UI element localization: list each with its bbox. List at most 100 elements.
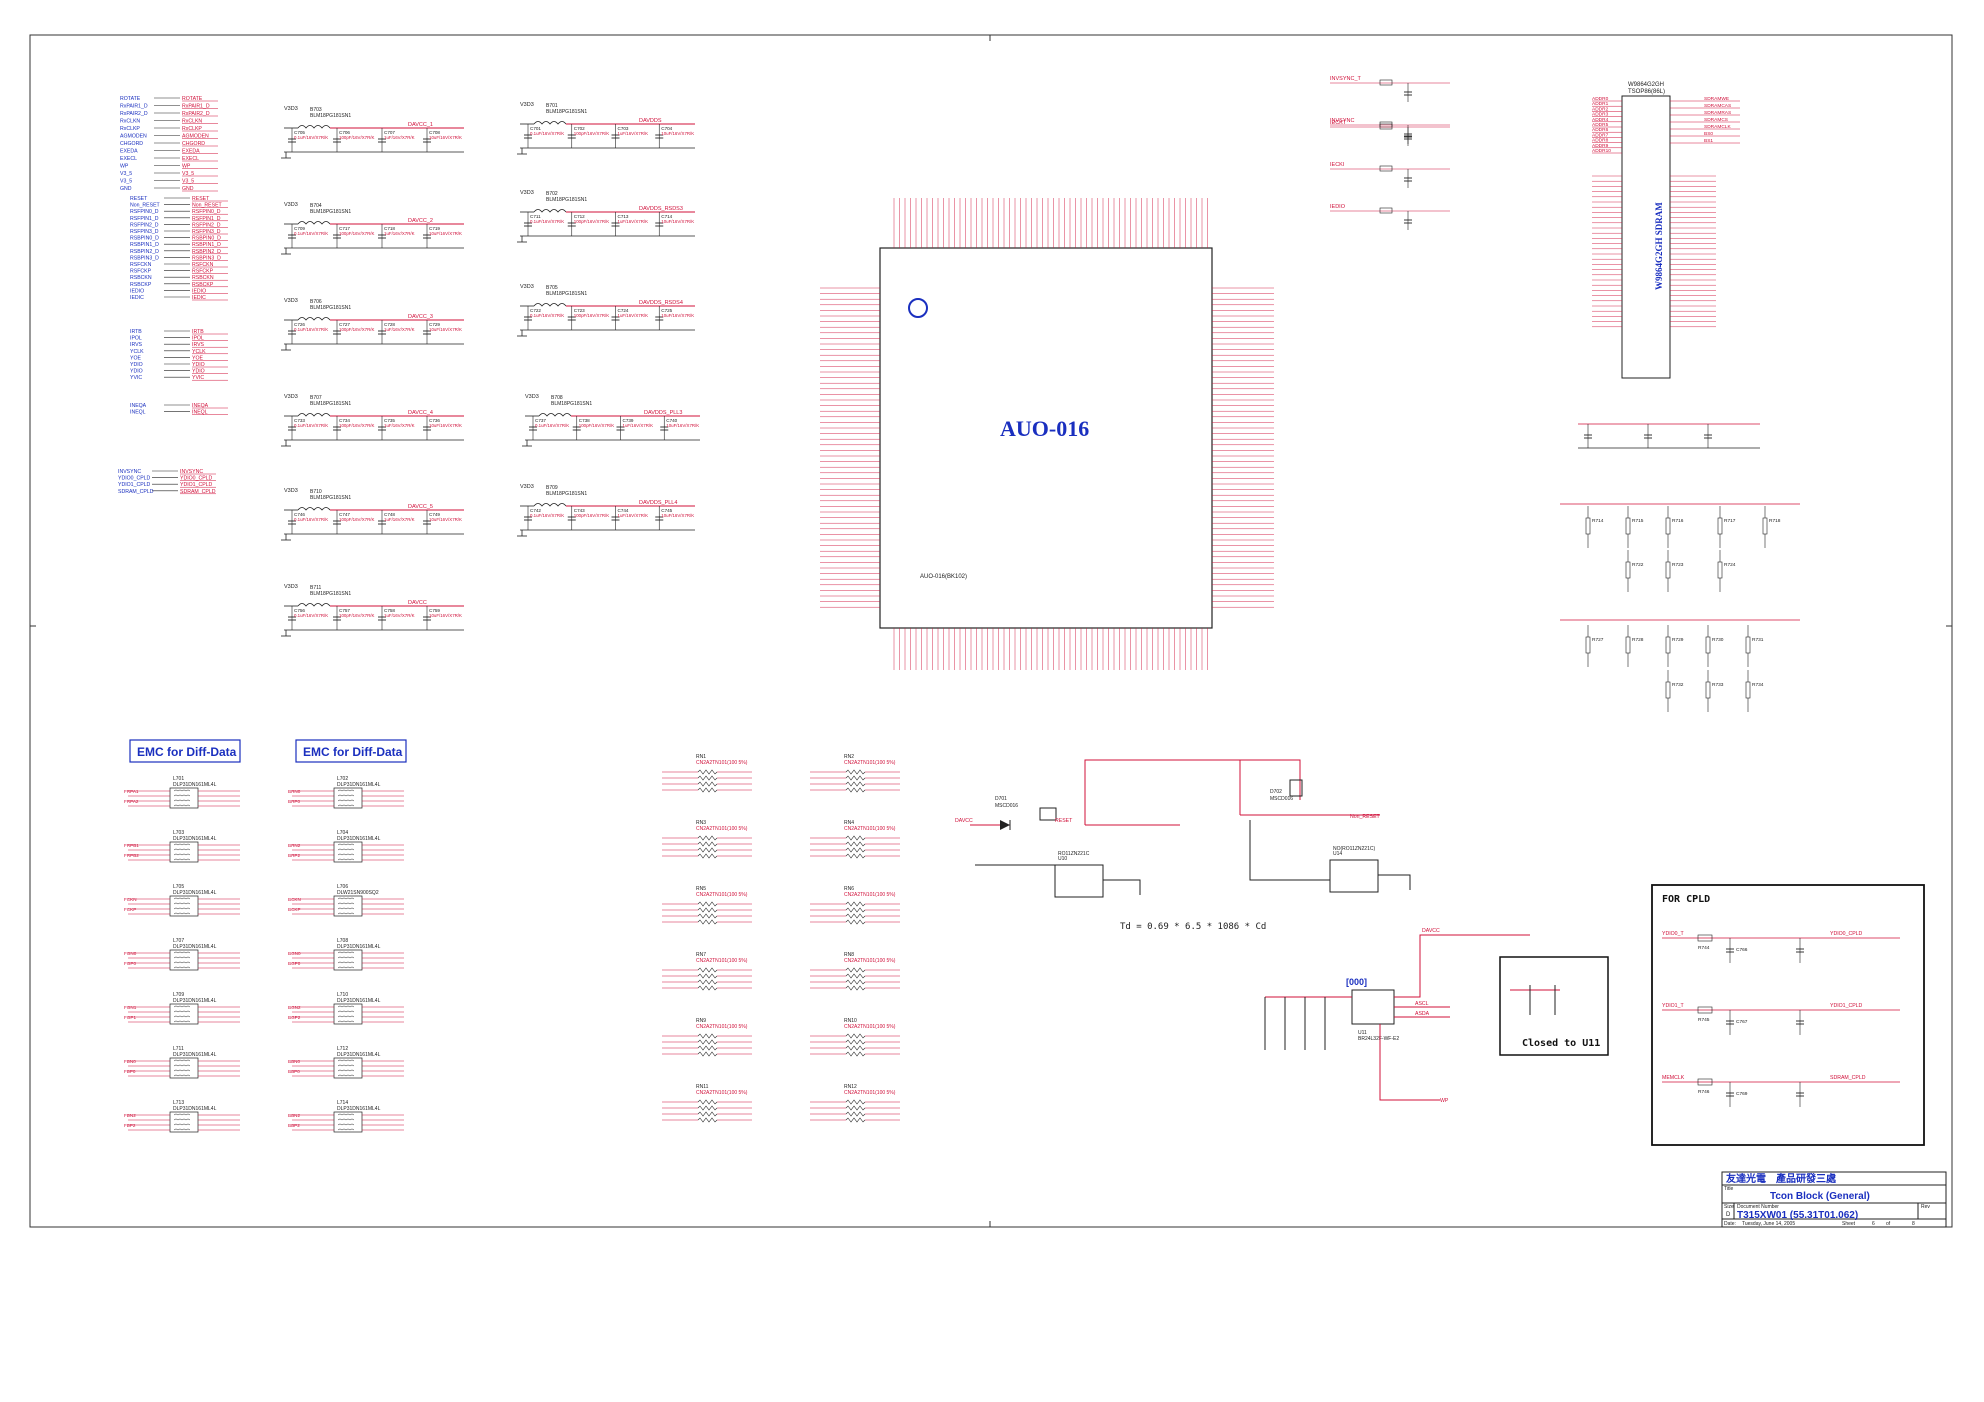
cap-value: 100pF/16V/X7R/K [339,423,374,428]
emc-pin: FCKP [124,907,136,912]
cap-ref: C735 [384,418,395,423]
title-label: Title [1724,1186,1733,1192]
emc-ref: L709 [173,992,184,998]
emc-part: DLW21SN900SQ2 [337,890,379,896]
pullup-ref: R714 [1592,518,1604,524]
reset-net-label: DAVCC [1422,928,1440,934]
right-net-label: IECKI [1330,162,1345,168]
cap-value: 1uF/16V/X7R/K [623,423,654,428]
left-signal-net: IPOL [192,336,204,342]
pullup-ref: R728 [1632,637,1644,643]
reset-part-label: RO11ZN221C [1058,851,1090,857]
cap-value: 100pF/16V/X7R/K [339,517,374,522]
emc-section: EMC for Diff-Data EMC for Diff-Data L701… [124,739,407,1133]
cap-ref: C706 [339,130,350,135]
block-net: DAVCC_5 [408,504,433,510]
cap-value: 1uF/16V/X7R/K [618,131,649,136]
block-net: DAVDDS_PLL4 [639,500,677,506]
sdram-ctrl-label: BS0 [1704,131,1713,137]
sheet-value: 6 [1872,1221,1875,1227]
cap-ref: C727 [339,322,350,327]
block-vin: V3D3 [520,284,534,290]
sdram-ctrl-label: BS1 [1704,138,1713,144]
cap-ref: C747 [339,512,350,517]
sdram-addr-label: ADDR3 [1592,112,1609,118]
cap-value: 100pF/16V/X7R/K [574,219,609,224]
reset-net-label: DAVCC [955,818,973,824]
emc-part: DLP31DN161ML4L [173,1052,217,1058]
cap-value: 100pF/16V/X7R/K [574,513,609,518]
sdram-side-label: W9864G2GH SDRAM [1654,202,1664,290]
sdram-addr-label: ADDR0 [1592,96,1609,102]
cap-value: 10uF/16V/X7R/K [661,219,694,224]
emc-pin: BGN0 [288,951,301,956]
of-label: of [1886,1221,1891,1227]
left-signal-net: YVIC [192,375,204,381]
left-signal-label: EXECL [120,156,137,162]
left-signal-label: WP [120,164,129,170]
emc-ref: L706 [337,884,348,890]
left-signal-label: RSBCKN [130,275,152,281]
cpld-cap-ref: C767 [1736,1019,1748,1025]
emc-filter-parts: L701DLP31DN161ML4LFRPA1FRPA2L703DLP31DN1… [124,776,404,1133]
ferrite-part: BLM18PG181SN1 [310,495,351,501]
reset-part-label: D702 [1270,789,1282,795]
date-value: Tuesday, June 14, 2005 [1742,1221,1795,1227]
right-net-label: INVSYNC [1330,118,1354,124]
left-signal-net: IRTB [192,329,204,335]
cap-ref: C723 [574,308,585,313]
sdram-ctrl-label: SDRAMCAS [1704,103,1731,109]
cap-value: 100pF/16V/X7R/K [339,135,374,140]
reset-net-label: ASDA [1415,1011,1430,1017]
cap-value: 10uF/16V/X7R/K [429,327,462,332]
resnet-ref: RN11 [696,1084,709,1090]
resnet-part: CN2A2TN101(100 5%) [696,1024,748,1030]
left-signal-label: RxPAIR1_D [120,104,148,110]
emc-pin: BGP2 [288,1015,301,1020]
cap-ref: C736 [429,418,440,423]
cap-ref: C724 [618,308,629,313]
left-signal-net: RSBPIN1_D [192,242,221,248]
title-block: 友達光電 產品研發三處 Title Tcon Block (General) S… [1721,1171,1947,1228]
sdram-chip: W9864G2GH TSOP86(86L) W9864G2GH SDRAM AD… [1592,82,1740,379]
block-vin: V3D3 [284,584,298,590]
emc-ref: L713 [173,1100,184,1106]
sdram-ctrl-label: SDRAMWE [1704,96,1729,102]
reset-net-label: WP [1440,1098,1449,1104]
emc-part: DLP31DN161ML4L [173,890,217,896]
ferrite-ref: B702 [546,191,558,197]
reset-part-label: MSCD016 [995,803,1018,809]
left-signal-label: YVIC [130,375,142,381]
left-signal-net: RSFPIN0_D [192,209,221,215]
cap-ref: C734 [339,418,350,423]
size-label: Size [1724,1204,1734,1210]
emc-pin: FRPA1 [124,789,139,794]
closed-note: Closed to U11 [1522,1038,1600,1049]
company-name: 友達光電 產品研發三處 [1726,1172,1837,1185]
sdram-addr-label: ADDR4 [1592,117,1609,123]
left-signal-net: GND [182,186,194,192]
test-pad-1 [1039,807,1057,821]
resnet-part: CN2A2TN101(100 5%) [844,958,896,964]
left-signal-label: YDIO [130,362,143,368]
sdram-body [1621,95,1671,379]
ferrite-part: BLM18PG181SN1 [546,197,587,203]
left-signal-net: Non_RESET [192,203,223,209]
emc-ref: L707 [173,938,184,944]
left-signal-net: RxCLKP [182,126,202,132]
sdram-addr-label: ADDR2 [1592,106,1609,112]
sdram-ctrl-label: SDRAMCS [1704,117,1728,123]
emc-part: DLP31DN161ML4L [337,782,381,788]
left-signal-net: EXECL [182,156,199,162]
cap-ref: C728 [384,322,395,327]
cap-ref: C707 [384,130,395,135]
left-signal-label: IEDIO [130,288,144,294]
ferrite-ref: B708 [551,395,563,401]
cap-ref: C712 [574,214,585,219]
block-net: DAVDDS_PLL3 [644,410,682,416]
cap-ref: C729 [429,322,440,327]
emc-ref: L704 [337,830,348,836]
cap-ref: C717 [339,226,350,231]
left-signal-label: IRVS [130,342,143,348]
main-chip-label: AUO-016 [1000,416,1089,441]
